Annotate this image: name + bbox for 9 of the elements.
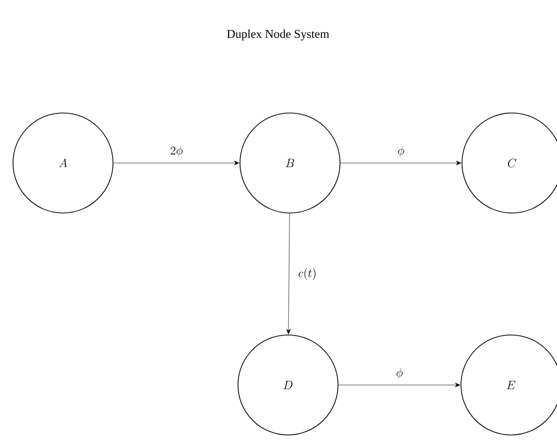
- arrow: [286, 213, 291, 334]
- edge-label: $\phi$: [396, 368, 403, 379]
- title: Duplex Node System: [227, 30, 330, 40]
- arrow: [113, 160, 240, 166]
- edge-label: $2\phi$: [170, 146, 183, 157]
- edge-label: $c(t)$: [298, 268, 316, 280]
- arrow: [340, 160, 462, 166]
- edge-label: $\phi$: [398, 146, 404, 157]
- arrow: [338, 382, 460, 388]
